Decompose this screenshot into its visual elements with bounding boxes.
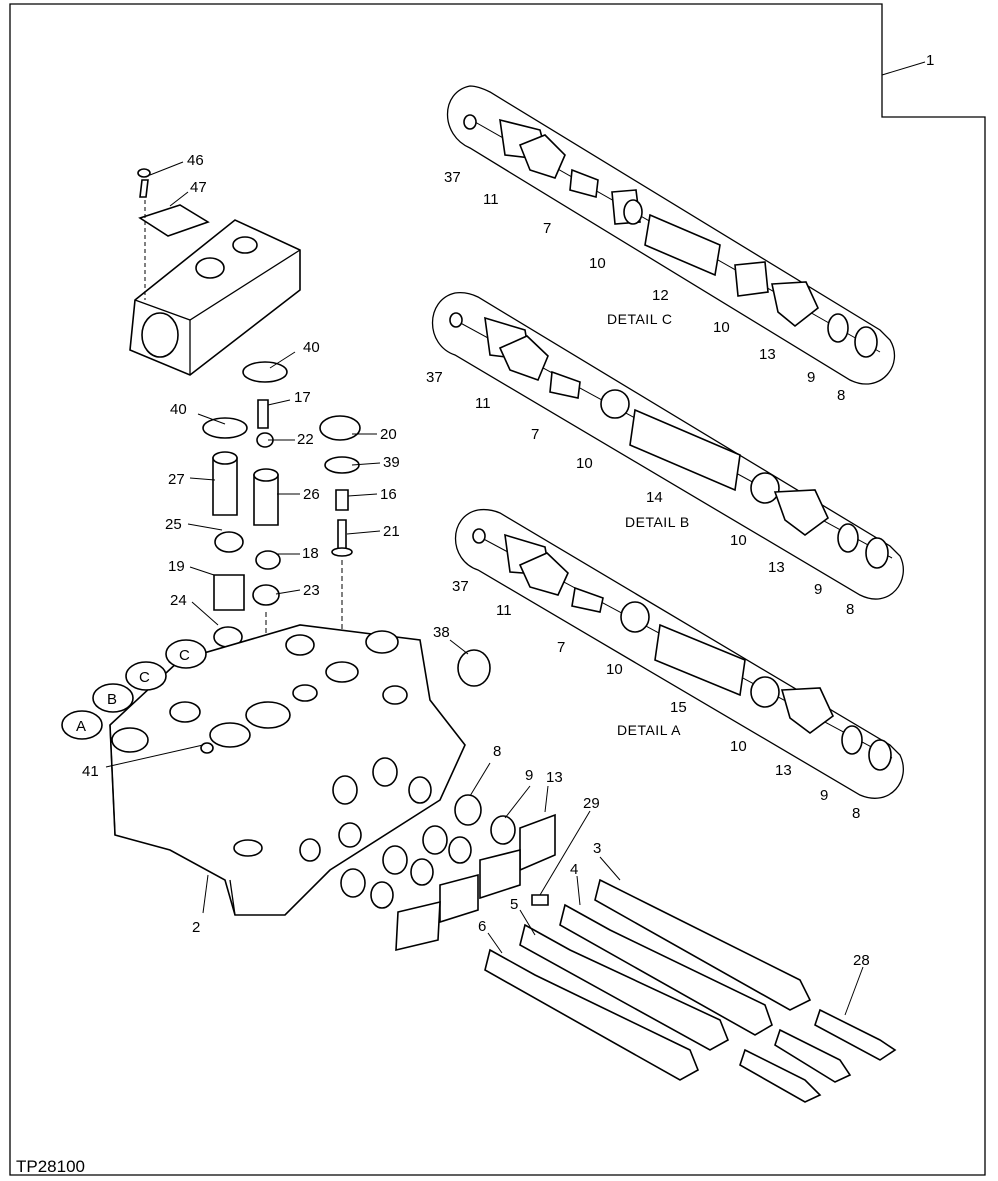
callout-19: 19 — [168, 558, 185, 575]
callout-21: 21 — [383, 523, 400, 540]
callout-1: 1 — [926, 52, 934, 69]
callout-9: 9 — [820, 787, 828, 804]
section-markers: A B C C — [61, 639, 207, 740]
callout-37: 37 — [444, 169, 461, 186]
callout-26: 26 — [303, 486, 320, 503]
detail-a-parts — [472, 528, 892, 771]
callout-23: 23 — [303, 582, 320, 599]
callout-10: 10 — [713, 319, 730, 336]
callout-7: 7 — [531, 426, 539, 443]
detail-c-group: DETAIL C 37 11 7 10 12 10 13 9 8 — [444, 85, 896, 404]
callout-13: 13 — [546, 769, 563, 786]
detail-a-outline — [455, 508, 904, 799]
callout-10: 10 — [606, 661, 623, 678]
upper-small-parts — [202, 361, 491, 740]
callout-8: 8 — [493, 743, 501, 760]
callout-40: 40 — [170, 401, 187, 418]
section-label-c: C — [179, 647, 190, 664]
callout-24: 24 — [170, 592, 187, 609]
callout-27: 27 — [168, 471, 185, 488]
callout-2: 2 — [192, 919, 200, 936]
callout-40: 40 — [303, 339, 320, 356]
callout-28: 28 — [853, 952, 870, 969]
callout-10: 10 — [589, 255, 606, 272]
seals-and-plates — [340, 794, 556, 952]
callout-10: 10 — [730, 738, 747, 755]
detail-b-callouts: 37 11 7 10 14 10 13 9 8 — [426, 369, 854, 618]
callout-37: 37 — [452, 578, 469, 595]
callout-15: 15 — [670, 699, 687, 716]
callout-46: 46 — [187, 152, 204, 169]
callout-13: 13 — [768, 559, 785, 576]
section-label-c: C — [139, 669, 150, 686]
callout-41: 41 — [82, 763, 99, 780]
callout-8: 8 — [846, 601, 854, 618]
callout-4: 4 — [570, 861, 578, 878]
detail-a-label: DETAIL A — [617, 722, 681, 738]
callout-17: 17 — [294, 389, 311, 406]
figure-reference: TP28100 — [16, 1157, 85, 1176]
callout-9: 9 — [814, 581, 822, 598]
detail-b-outline — [432, 291, 904, 600]
callout-7: 7 — [543, 220, 551, 237]
callout-13: 13 — [759, 346, 776, 363]
detail-c-callouts: 37 11 7 10 12 10 13 9 8 — [444, 169, 845, 404]
callout-47: 47 — [190, 179, 207, 196]
callout-14: 14 — [646, 489, 663, 506]
detail-b-group: DETAIL B 37 11 7 10 14 10 13 9 8 — [426, 291, 904, 618]
callout-9: 9 — [525, 767, 533, 784]
detail-b-parts — [449, 312, 889, 569]
callout-9: 9 — [807, 369, 815, 386]
callout-22: 22 — [297, 431, 314, 448]
detail-c-label: DETAIL C — [607, 311, 672, 327]
callout-8: 8 — [837, 387, 845, 404]
detail-a-group: DETAIL A 37 11 7 10 15 10 13 9 8 — [452, 508, 904, 822]
detail-c-parts — [463, 114, 878, 358]
callout-8: 8 — [852, 805, 860, 822]
callout-18: 18 — [302, 545, 319, 562]
callout-20: 20 — [380, 426, 397, 443]
section-label-b: B — [107, 691, 117, 708]
valve-body — [109, 624, 466, 916]
cover-block — [129, 168, 301, 376]
main-callouts: 1 46 47 40 40 17 22 20 39 27 26 16 25 21… — [82, 52, 934, 969]
callout-10: 10 — [576, 455, 593, 472]
callout-39: 39 — [383, 454, 400, 471]
callout-11: 11 — [483, 191, 499, 208]
callout-11: 11 — [496, 602, 512, 619]
spool-assemblies — [484, 878, 897, 1103]
callout-3: 3 — [593, 840, 601, 857]
callout-13: 13 — [775, 762, 792, 779]
callout-11: 11 — [475, 395, 491, 412]
detail-a-callouts: 37 11 7 10 15 10 13 9 8 — [452, 578, 860, 822]
callout-6: 6 — [478, 918, 486, 935]
detail-b-label: DETAIL B — [625, 514, 690, 530]
callout-37: 37 — [426, 369, 443, 386]
callout-38: 38 — [433, 624, 450, 641]
callout-25: 25 — [165, 516, 182, 533]
callout-16: 16 — [380, 486, 397, 503]
callout-5: 5 — [510, 896, 518, 913]
detail-c-outline — [447, 85, 896, 385]
callout-29: 29 — [583, 795, 600, 812]
callout-7: 7 — [557, 639, 565, 656]
callout-12: 12 — [652, 287, 669, 304]
section-label-a: A — [76, 718, 86, 735]
figure-frame — [9, 3, 986, 1176]
callout-10: 10 — [730, 532, 747, 549]
leader-lines — [105, 61, 926, 1016]
